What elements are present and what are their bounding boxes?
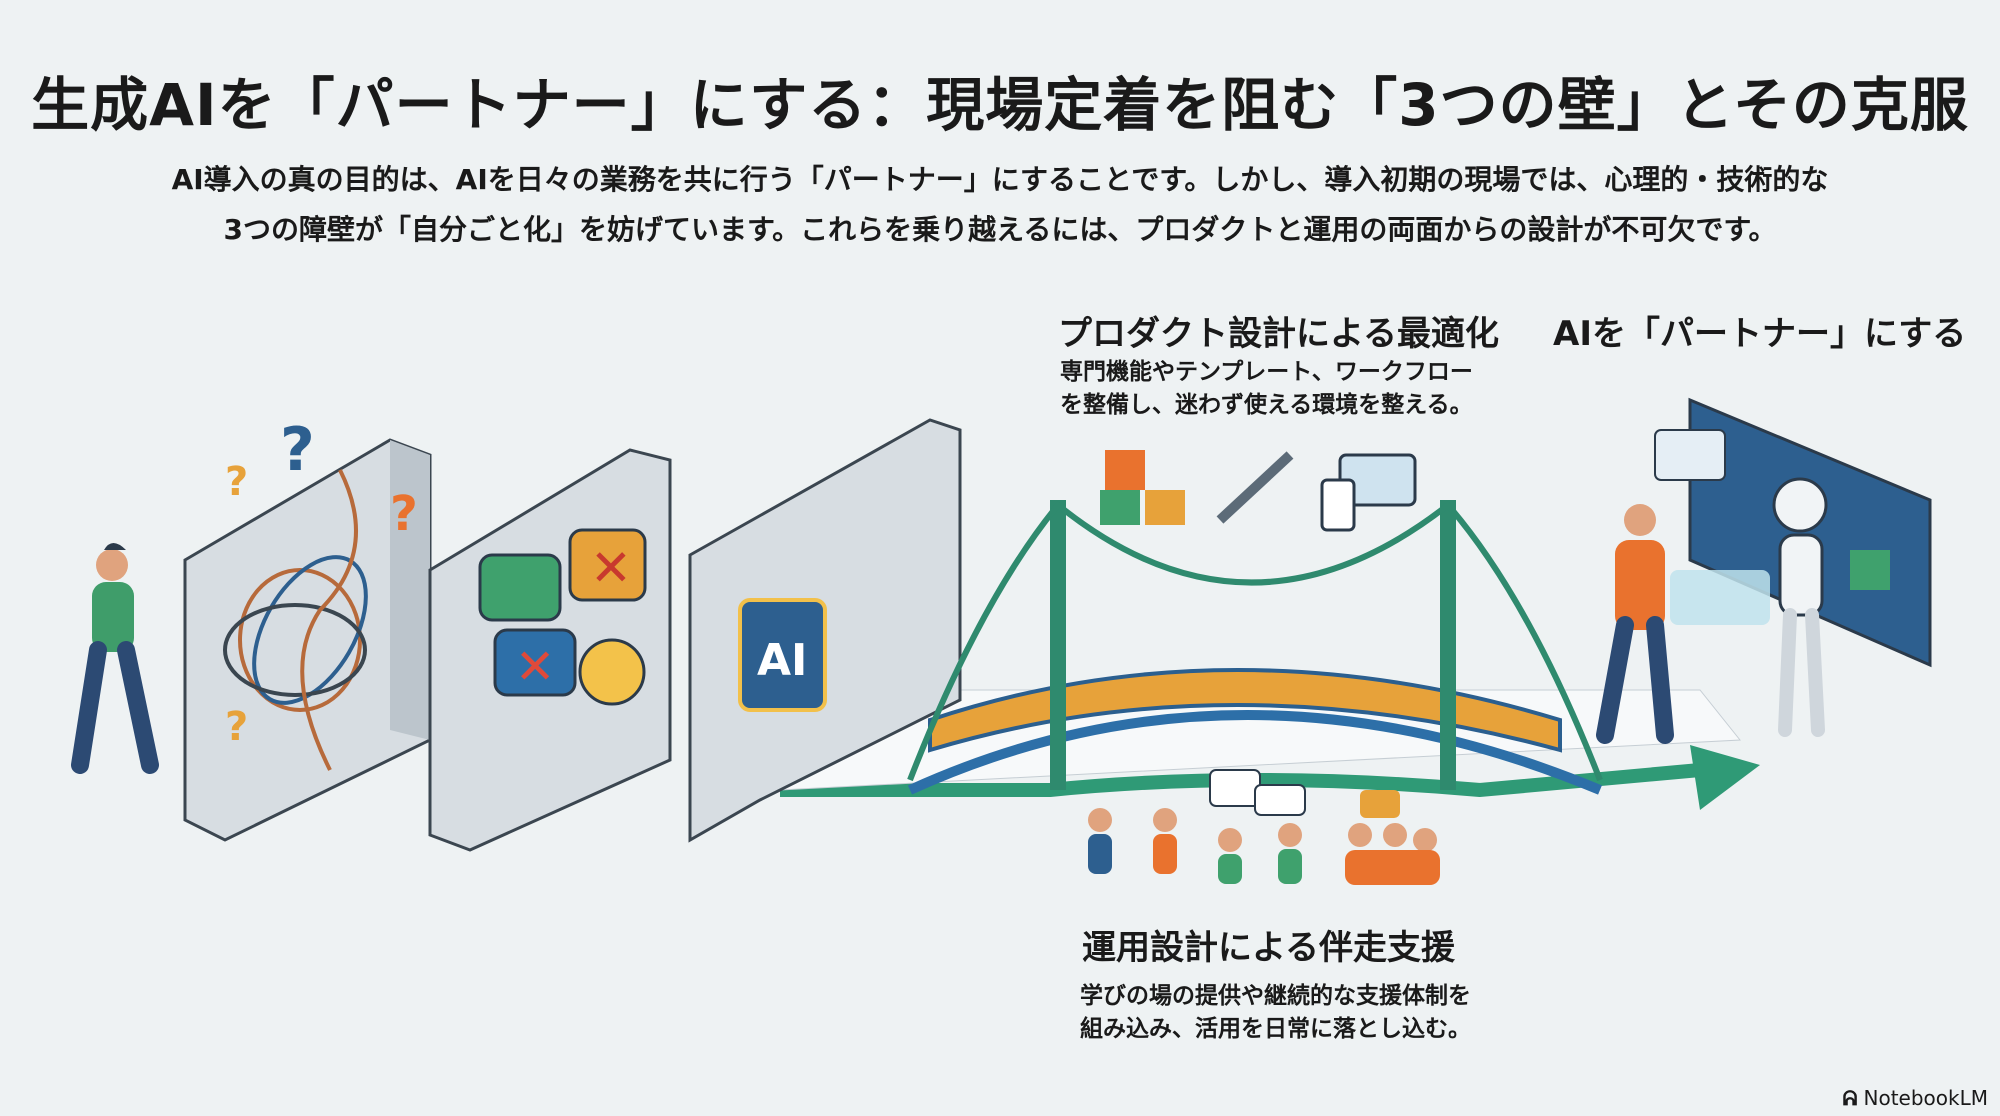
notebooklm-icon: ᕱ <box>1842 1086 1858 1110</box>
product-heading: プロダクト設計による最適化 <box>1058 314 1499 354</box>
team-support-icons <box>1088 769 1440 885</box>
operation-desc-line: 組み込み、活用を日常に落とし込む。 <box>1080 1016 1471 1042</box>
page-title: 生成AIを「パートナー」にする：現場定着を阻む「3つの壁」とその克服 <box>31 71 1969 139</box>
svg-text:?: ? <box>280 415 315 485</box>
brand-name: NotebookLM <box>1863 1086 1989 1110</box>
operation-desc-line: 学びの場の提供や継続的な支援体制を <box>1080 983 1471 1009</box>
product-desc: 専門機能やテンプレート、ワークフロー を整備し、迷わず使える環境を整える。 <box>1060 356 1473 422</box>
wall-tangled-icon: ? ? ? ? <box>183 415 432 842</box>
wall-communication-icon: ✕ ✕ <box>428 448 672 852</box>
svg-text:?: ? <box>390 486 418 542</box>
illustration: ? ? ? ? ✕ ✕ AI <box>71 397 1932 885</box>
subtitle-line-1: AI導入の真の目的は、AIを日々の業務を共に行う「パートナー」にすることです。し… <box>171 163 1829 196</box>
brand-logo: ᕱ NotebookLM <box>1843 1086 1988 1110</box>
subtitle-line-2: 3つの障壁が「自分ごと化」を妨げています。これらを乗り越えるには、プロダクトと運… <box>223 213 1777 246</box>
wall-ai-label: AI <box>757 635 807 686</box>
product-tools-icons <box>1100 450 1417 532</box>
bridge-icon <box>907 500 1603 795</box>
goal-heading: AIを「パートナー」にする <box>1553 314 1967 354</box>
product-desc-line: を整備し、迷わず使える環境を整える。 <box>1060 392 1473 418</box>
wall-ai-icon: AI <box>688 418 962 843</box>
partner-scene-icon <box>1596 397 1932 744</box>
person-walking-icon <box>71 543 159 774</box>
svg-text:?: ? <box>225 459 248 505</box>
svg-text:✕: ✕ <box>515 639 555 695</box>
svg-text:✕: ✕ <box>590 539 632 597</box>
operation-heading: 運用設計による伴走支援 <box>1082 928 1455 968</box>
svg-text:?: ? <box>225 704 248 750</box>
operation-desc: 学びの場の提供や継続的な支援体制を 組み込み、活用を日常に落とし込む。 <box>1080 980 1471 1046</box>
product-desc-line: 専門機能やテンプレート、ワークフロー <box>1060 359 1473 385</box>
